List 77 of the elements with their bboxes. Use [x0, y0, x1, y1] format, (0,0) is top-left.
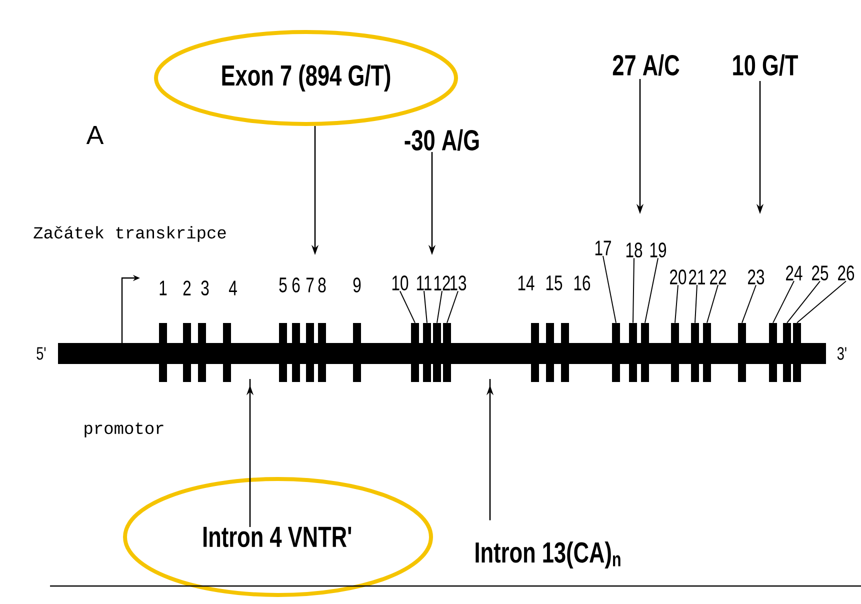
exon-bar	[353, 323, 361, 382]
end-label: 5'	[36, 347, 46, 360]
leader-line	[796, 280, 846, 324]
exon-bar	[612, 323, 620, 382]
exon-bar	[279, 323, 287, 382]
exon-bar	[561, 323, 569, 382]
exon-number: 6	[292, 278, 300, 292]
panel-letter: A	[86, 126, 104, 144]
exon-bar	[671, 323, 679, 382]
exon-bar	[703, 323, 711, 382]
exon-number: 16	[574, 276, 590, 290]
exon-number: 4	[229, 280, 237, 296]
exon-number: 12	[434, 276, 450, 290]
exon-number: 22	[710, 270, 726, 284]
exon-number: 20	[670, 270, 686, 284]
exon-bar	[433, 323, 441, 382]
exon-bar	[159, 323, 167, 382]
exon-bar	[531, 323, 539, 382]
exon-bar	[411, 323, 419, 382]
exon-number: 7	[306, 278, 314, 292]
exon-bar	[443, 323, 451, 382]
leader-line	[742, 284, 756, 324]
leader-line	[602, 255, 616, 324]
highlighted-label: Intron 4 VNTR'	[123, 477, 433, 597]
leader-line	[436, 290, 442, 324]
end-label: 3'	[837, 347, 846, 360]
exon-bar	[769, 323, 777, 382]
exon-number: 15	[546, 276, 562, 290]
exon-number: 23	[748, 270, 764, 284]
leader-line	[644, 258, 658, 324]
exon-bar	[783, 323, 791, 382]
leader-line	[706, 284, 718, 324]
exon-bar	[318, 323, 326, 382]
exon-number: 13	[450, 276, 466, 290]
exon-bar	[546, 323, 554, 382]
leader-line	[424, 290, 428, 324]
exon-number: 11	[417, 276, 432, 290]
variant-label: 10 G/T	[733, 54, 798, 76]
exon-bar	[183, 323, 191, 382]
exon-bar	[629, 323, 637, 382]
exon-number: 2	[183, 280, 191, 296]
exon-number: 3	[201, 280, 209, 296]
exon-bar	[292, 323, 300, 382]
exon-number: 8	[318, 278, 326, 292]
exon-number: 17	[595, 240, 611, 256]
exon-number: 19	[650, 242, 666, 258]
exon-bar	[198, 323, 206, 382]
exon-bar	[738, 323, 746, 382]
exon-number: 10	[392, 276, 408, 290]
exon-bar	[306, 323, 314, 382]
leader-line	[400, 290, 416, 324]
exon-number: 21	[689, 270, 705, 284]
exon-number: 9	[353, 278, 361, 292]
exon-number: 25	[812, 266, 828, 280]
leader-line	[446, 290, 458, 324]
variant-label: Intron 13(CA)$_{n}$	[476, 541, 620, 569]
exon-number: 18	[626, 242, 642, 258]
leader-line	[772, 280, 794, 324]
exon-bar	[423, 323, 431, 382]
variant-label: 27 A/C	[612, 54, 680, 76]
highlighted-label: Exon 7 (894 G/T)	[154, 30, 458, 126]
variant-label: -30 A/G	[404, 129, 479, 151]
exon-number: 5	[279, 278, 287, 292]
exon-bar	[691, 323, 699, 382]
exon-number: 24	[786, 266, 802, 280]
leader-line	[694, 284, 698, 324]
exon-bar	[793, 323, 801, 382]
exon-number: 26	[838, 266, 854, 280]
exon-number: 14	[518, 276, 534, 290]
exon-number: 1	[160, 280, 167, 296]
exon-bar	[641, 323, 649, 382]
leader-line	[632, 258, 634, 324]
exon-bar	[223, 323, 231, 382]
annotation: Začátek transkripce	[34, 226, 226, 242]
leader-line	[674, 284, 678, 324]
annotation: promotor	[84, 422, 164, 438]
leader-line	[786, 280, 820, 324]
